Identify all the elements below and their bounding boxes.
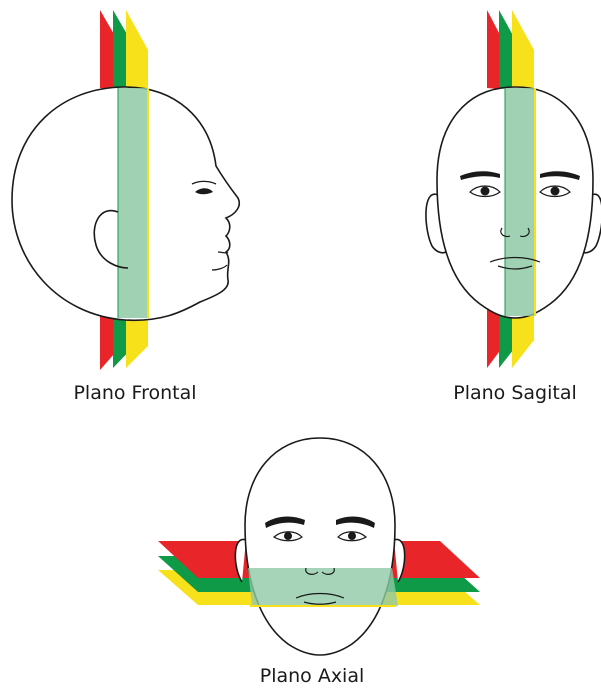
axial-head-outline xyxy=(245,438,395,655)
sagital-yellow-plane-bottom xyxy=(512,312,534,368)
frontal-plane-overlay xyxy=(118,88,148,318)
sagital-yellow-plane xyxy=(512,10,534,90)
axial-plane-figure xyxy=(158,438,480,655)
sagital-plane-figure xyxy=(426,10,601,368)
axial-plane-label: Plano Axial xyxy=(260,665,365,687)
sagital-plane-overlay xyxy=(505,88,535,316)
sagital-plane-label: Plano Sagital xyxy=(453,382,577,404)
frontal-plane-label: Plano Frontal xyxy=(73,382,196,404)
axial-plane-overlay xyxy=(248,568,398,606)
frontal-plane-figure xyxy=(12,10,239,370)
frontal-yellow-plane xyxy=(126,10,148,92)
